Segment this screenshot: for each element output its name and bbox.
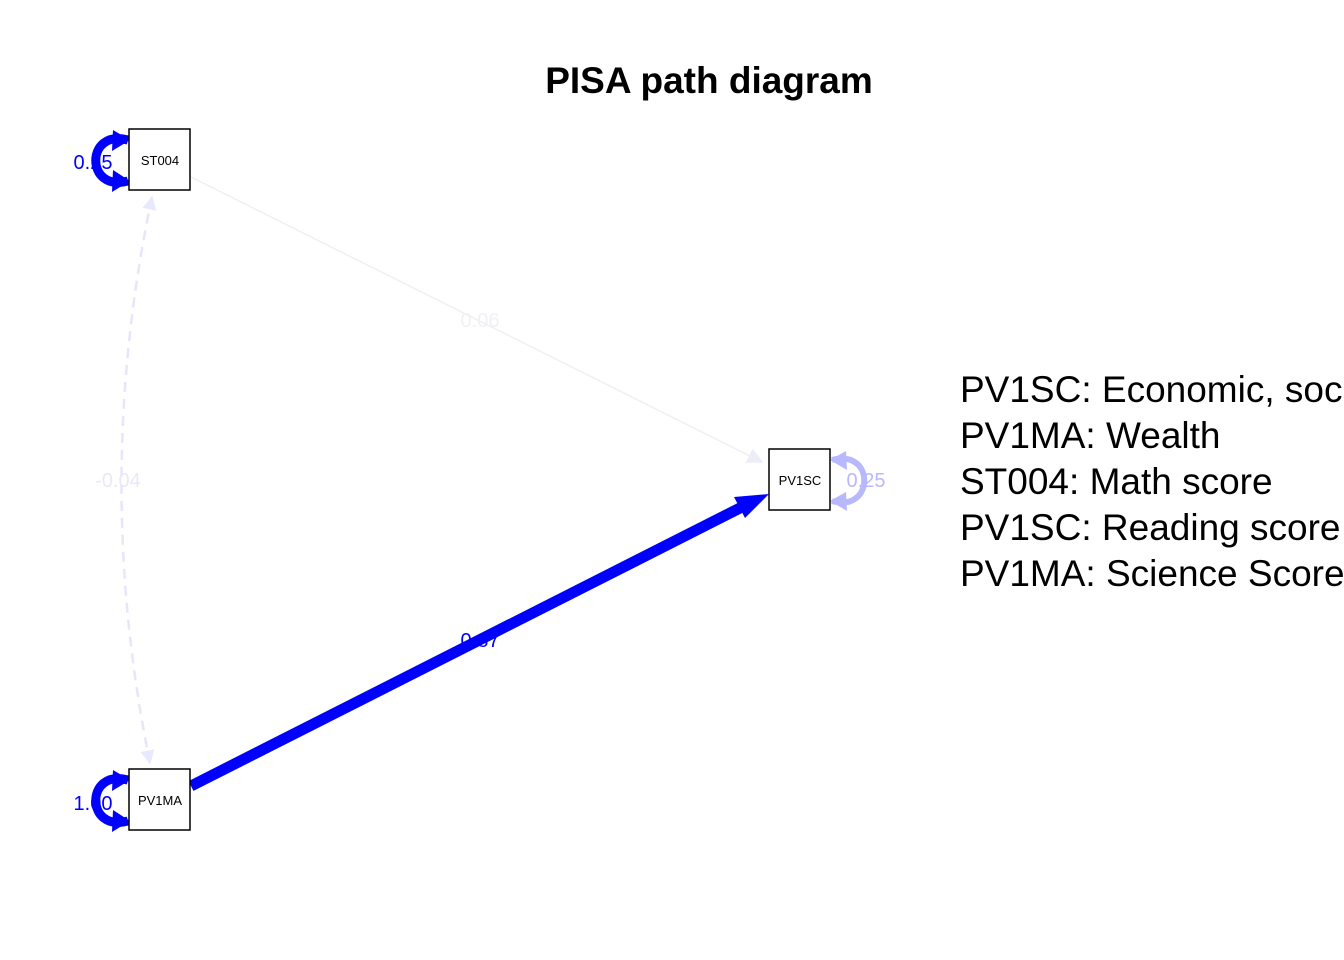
legend-line: PV1SC: Economic, social and cultural sta… [960,369,1344,410]
diagram-title: PISA path diagram [545,60,873,101]
variance-label-st004: 0.25 [74,152,113,174]
legend-line: PV1SC: Reading score [960,507,1340,548]
legend-line: PV1MA: Science Score [960,553,1344,594]
variance-label-pv1ma: 1.00 [74,793,113,815]
node-label-st004: ST004 [141,153,179,168]
node-st004: ST004 [128,128,191,191]
node-pv1sc: PV1SC [768,448,831,511]
node-pv1ma: PV1MA [128,768,191,831]
edge-label-st004-pv1sc: 0.06 [461,310,500,332]
legend-line: PV1MA: Wealth [960,415,1220,456]
edge-st004-pv1sc [190,176,764,463]
legend: PV1SC: Economic, social and cultural sta… [960,369,1344,594]
node-label-pv1ma: PV1MA [138,793,182,808]
node-label-pv1sc: PV1SC [779,473,822,488]
edge-label-pv1ma-pv1sc: 0.87 [461,630,500,652]
variance-label-pv1sc: 0.25 [847,470,886,492]
arrowhead-pv1ma-pv1sc [734,494,769,518]
variance-loop-st004 [91,130,130,192]
legend-line: ST004: Math score [960,461,1273,502]
edge-label-st004-pv1ma: -0.04 [95,470,141,492]
variance-loop-pv1sc [830,451,868,511]
edge-pv1ma-pv1sc [188,503,743,791]
variance-loop-pv1ma [91,770,130,832]
